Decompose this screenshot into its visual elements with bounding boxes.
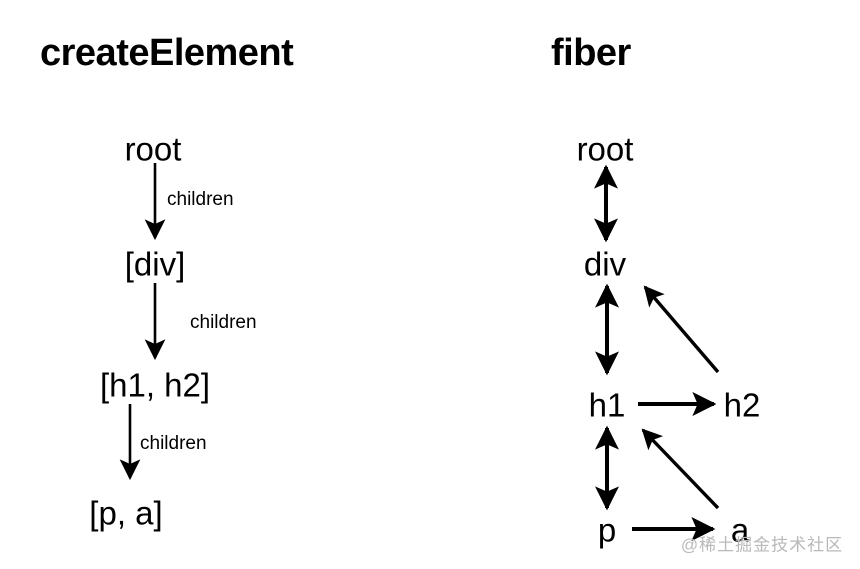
node-fiber-root: root [576,130,634,168]
panel-title-fiber: fiber [551,32,631,74]
edge-fiber-a-to-h1-return [641,428,720,510]
node-fiber-h2: h2 [723,386,761,424]
node-createelement-h-list: [h1, h2] [99,366,211,404]
node-createelement-root: root [124,130,182,168]
node-createelement-div-list: [div] [124,245,186,283]
node-fiber-h1: h1 [588,386,626,424]
node-fiber-p: p [597,511,617,549]
edge-label-children-div-h: children [190,312,257,333]
node-fiber-a: a [730,511,750,549]
edge-label-children-root-div: children [167,189,234,210]
edge-label-children-h-pa: children [140,433,207,454]
watermark: @稀土掘金技术社区 [680,535,844,555]
panel-title-createelement: createElement [40,32,294,74]
edge-fiber-h2-to-div-return [643,285,720,374]
node-fiber-div: div [583,245,627,283]
node-createelement-pa-list: [p, a] [89,494,163,532]
